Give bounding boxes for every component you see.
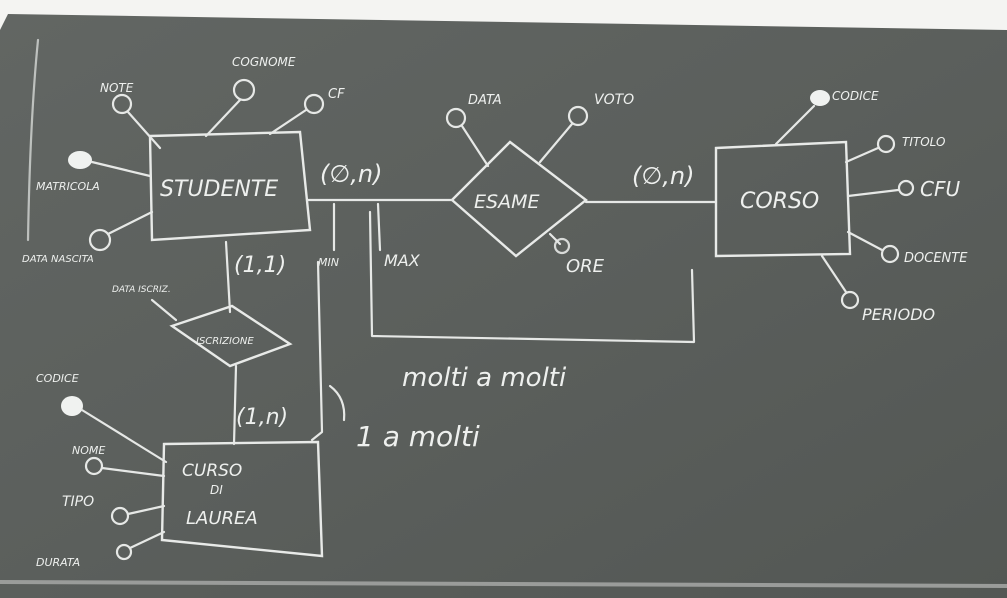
card-cl-iscrizione: (1,n)	[236, 405, 288, 430]
attr-data-nascita-label: DATA NASCITA	[22, 254, 94, 265]
attr-codice-corso-label: CODICE	[832, 89, 879, 103]
attr-cfu-label: CFU	[920, 177, 960, 201]
attr-data-nascita: DATA NASCITA	[22, 210, 154, 265]
card-corso-esame: (∅,n)	[632, 162, 694, 190]
bracket-uno-molti	[310, 260, 324, 442]
attr-note-label: NOTE	[100, 81, 134, 95]
board-edge	[0, 580, 1007, 588]
attr-titolo: TITOLO	[844, 134, 945, 164]
attr-codice-cl-label: CODICE	[36, 372, 79, 385]
entity-cl-label-2: DI	[210, 483, 223, 497]
attr-tipo: TIPO	[62, 494, 166, 526]
attr-cf-label: CF	[328, 87, 345, 102]
board-scratch	[26, 38, 40, 242]
card-studente-iscrizione: (1,1)	[234, 253, 286, 278]
entity-cl-label-3: LAUREA	[186, 508, 258, 529]
entity-corso-label: CORSO	[740, 189, 819, 214]
attr-matricola-label: MATRICOLA	[36, 180, 100, 193]
attr-voto-label: VOTO	[594, 92, 634, 108]
entity-studente-label: STUDENTE	[160, 177, 278, 202]
attr-cfu: CFU	[846, 177, 960, 201]
attr-tipo-label: TIPO	[62, 494, 94, 510]
attr-nome-label: NOME	[72, 444, 105, 457]
attr-data: DATA	[445, 93, 502, 168]
attr-data-iscrizione-label: DATA ISCRIZ.	[112, 285, 171, 295]
attr-codice-cl: CODICE	[36, 372, 168, 464]
attr-codice-corso: CODICE	[774, 89, 879, 146]
attr-docente: DOCENTE	[846, 230, 968, 266]
entity-studente: STUDENTE	[148, 130, 312, 242]
attr-ore: ORE	[548, 232, 605, 277]
attr-data-label: DATA	[468, 93, 502, 108]
attr-periodo: PERIODO	[820, 254, 935, 324]
attr-durata-label: DURATA	[36, 556, 80, 569]
note-min: MIN	[318, 256, 339, 269]
relationship-esame: ESAME	[450, 140, 588, 258]
attr-note: NOTE	[100, 81, 162, 150]
attr-cf: CF	[268, 87, 345, 136]
attr-titolo-label: TITOLO	[902, 135, 945, 149]
attr-matricola: MATRICOLA	[36, 151, 152, 193]
board-surface	[0, 14, 1007, 598]
bracket-molti-molti	[368, 210, 696, 344]
attr-cognome-label: COGNOME	[232, 55, 296, 69]
relationship-iscrizione-label: ISCRIZIONE	[196, 336, 254, 347]
entity-corso: CORSO	[714, 140, 852, 258]
entity-corso-di-laurea: CURSO DI LAUREA	[160, 440, 324, 558]
attr-cognome: COGNOME	[204, 55, 296, 138]
attr-ore-label: ORE	[566, 256, 605, 277]
entity-cl-label-1: CURSO	[182, 461, 242, 481]
attr-nome: NOME	[72, 444, 166, 478]
relationship-iscrizione: ISCRIZIONE	[169, 304, 293, 368]
relationship-esame-label: ESAME	[474, 191, 539, 213]
link-iscrizione-corsolaurea	[232, 364, 238, 446]
attr-durata: DURATA	[36, 530, 166, 569]
note-max: MAX	[384, 251, 421, 270]
card-studente-esame: (∅,n)	[320, 160, 382, 188]
attr-periodo-label: PERIODO	[862, 305, 935, 324]
attr-voto: VOTO	[538, 92, 634, 164]
note-uno-molti: 1 a molti	[356, 420, 480, 453]
attr-data-iscrizione: DATA ISCRIZ.	[112, 285, 178, 322]
note-molti-molti: molti a molti	[402, 363, 567, 393]
link-studente-iscrizione	[224, 240, 232, 314]
attr-docente-label: DOCENTE	[904, 251, 968, 266]
